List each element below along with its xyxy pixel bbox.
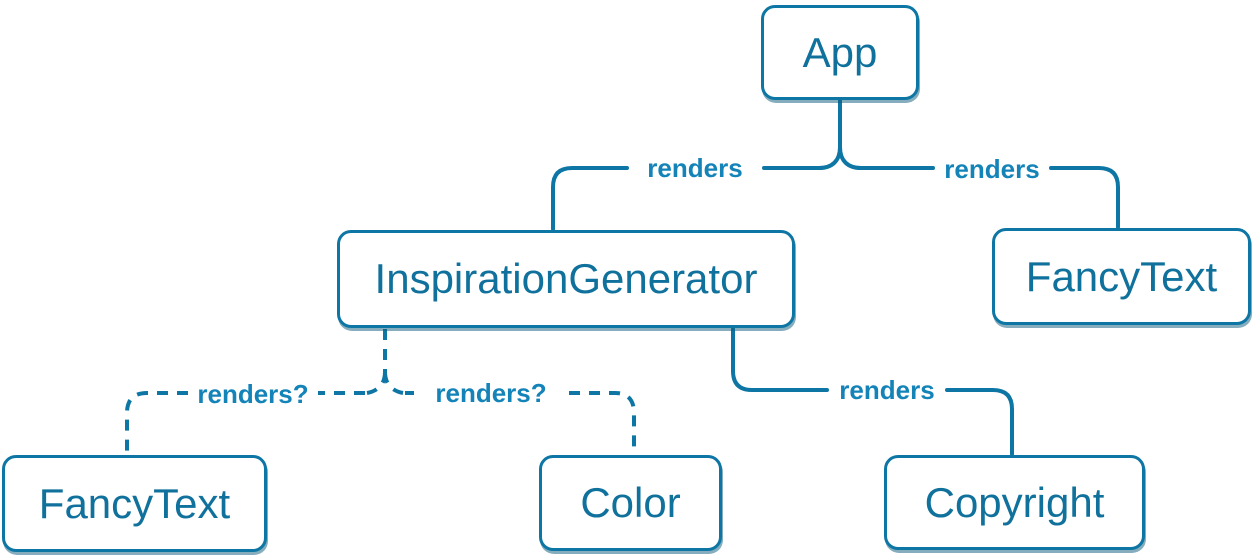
edge-dashed-fork-right [383,371,404,395]
edge-label-inspiration-fancytext: renders? [197,379,309,409]
node-fancy-text-top: FancyText [992,228,1251,325]
edge-app-fancytext-b [1049,166,1120,229]
edge-inspiration-fancytext-b [125,391,188,454]
node-color: Color [539,455,722,551]
edge-inspiration-copyright-b [945,388,1014,456]
edge-label-inspiration-color: renders? [435,378,547,408]
node-copyright: Copyright [884,455,1145,550]
edge-app-fork [817,99,863,170]
node-app: App [761,5,919,100]
edge-dashed-fork-left [366,371,387,395]
edge-app-inspiration-b [551,166,629,231]
edge-label-inspiration-copyright: renders [839,375,935,405]
edge-label-app-fancytext: renders [944,154,1040,184]
node-fancy-text-bottom: FancyText [2,455,267,552]
edge-inspiration-copyright-a [731,327,829,392]
edge-label-app-inspiration: renders [647,153,743,183]
node-inspiration-generator: InspirationGenerator [337,230,795,328]
edge-inspiration-color-b [569,391,636,454]
